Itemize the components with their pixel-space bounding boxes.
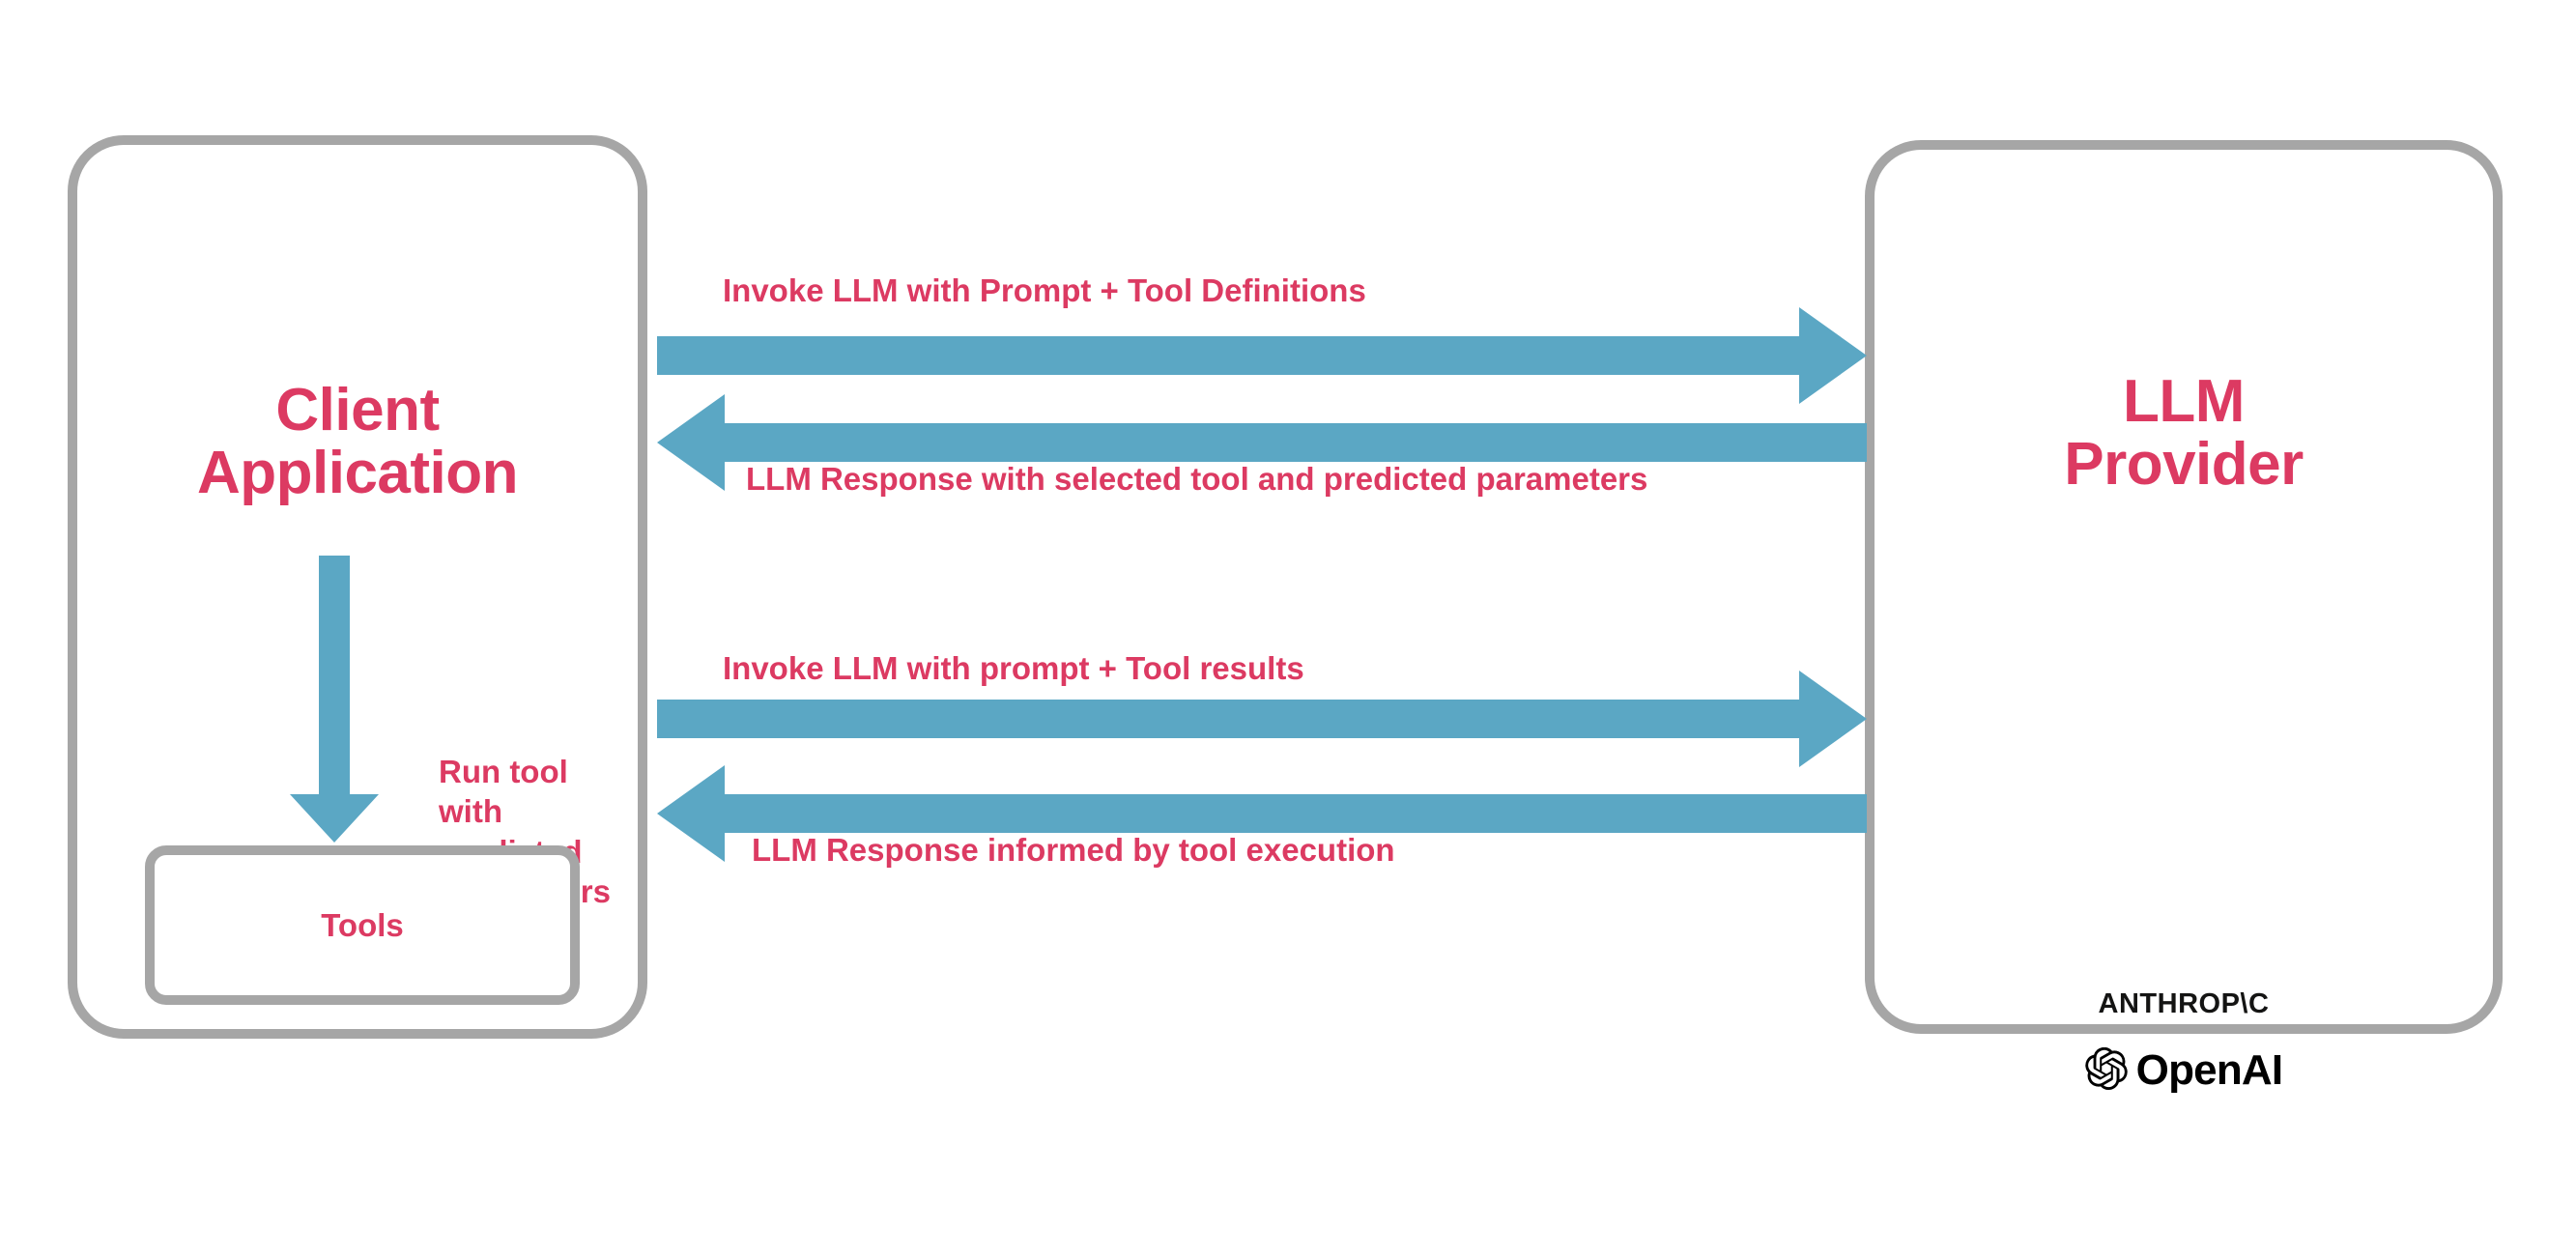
- arrow-label-response-1: LLM Response with selected tool and pred…: [746, 461, 1648, 497]
- arrow-invoke-1: [657, 307, 1867, 404]
- llm-provider-node: LLM Provider ANTHROP\C OpenAI: [1865, 140, 2503, 1094]
- openai-mark-icon: [2084, 1046, 2128, 1095]
- arrow-label-response-2: LLM Response informed by tool execution: [752, 832, 1395, 868]
- client-application-title: Client Application: [196, 377, 519, 507]
- tools-label: Tools: [321, 906, 404, 943]
- llm-provider-title: LLM Provider: [2064, 368, 2304, 499]
- arrow-label-invoke-2: Invoke LLM with prompt + Tool results: [723, 650, 1304, 686]
- openai-wordmark: OpenAI: [2135, 1046, 2283, 1094]
- client-application-node: Client Application Run tool with predict…: [68, 135, 647, 1039]
- tools-node: Tools: [145, 845, 580, 1005]
- openai-logo: OpenAI: [1875, 1046, 2493, 1095]
- arrow-label-invoke-1: Invoke LLM with Prompt + Tool Definition…: [723, 272, 1366, 308]
- anthropic-logo: ANTHROP\C: [2098, 988, 2270, 1019]
